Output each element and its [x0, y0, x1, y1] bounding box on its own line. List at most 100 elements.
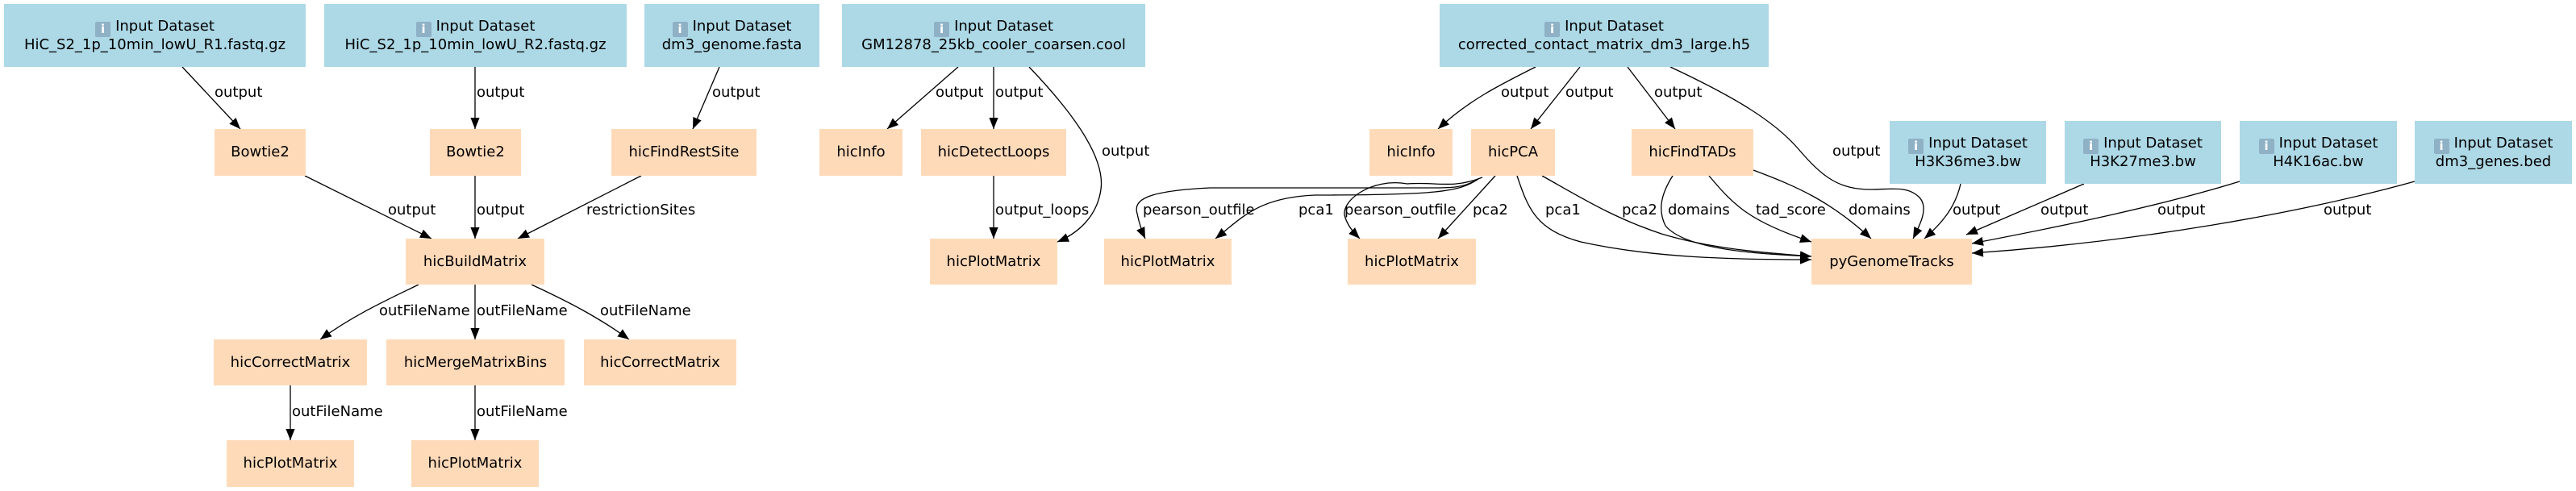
edge-label: output [2157, 202, 2206, 218]
edge-label: output [1832, 143, 1881, 160]
input-title: Input Dataset [954, 17, 1053, 35]
edge-label: outFileName [379, 302, 470, 319]
tool-node-hicfindtads[interactable]: hicFindTADs [1632, 129, 1753, 176]
edge-label: pearson_outfile [1143, 202, 1255, 218]
edge-label: output [995, 84, 1044, 101]
tool-node-bowtie2[interactable]: Bowtie2 [430, 129, 521, 176]
tool-node-bowtie2[interactable]: Bowtie2 [215, 129, 306, 176]
input-filename: H3K36me3.bw [1915, 152, 2021, 170]
edge-label: restrictionSites [586, 202, 696, 218]
edge-gm-hicinfo [886, 66, 959, 130]
edge-build-correct2 [531, 284, 630, 340]
tool-node-hicpca[interactable]: hicPCA [1471, 129, 1555, 176]
input-title: Input Dataset [2453, 134, 2553, 152]
tool-node-hicmergematrixbins[interactable]: hicMergeMatrixBins [386, 339, 565, 385]
edge-label: pearson_outfile [1344, 202, 1457, 218]
edge-label: outFileName [292, 403, 383, 420]
edge-build-correct1 [319, 284, 419, 340]
edge-label: output [2040, 202, 2089, 218]
edge-h3k36-pyg [1924, 183, 1961, 239]
tool-node-hicbuildmatrix[interactable]: hicBuildMatrix [406, 239, 544, 285]
edge-tads-pyg-domains [1661, 175, 1812, 260]
info-icon: i [2433, 138, 2449, 154]
edge-label: output [477, 202, 525, 218]
tool-node-hicfindrestsite[interactable]: hicFindRestSite [611, 129, 757, 176]
info-icon: i [1908, 138, 1924, 154]
edge-label: tad_score [1756, 202, 1826, 218]
edge-label: output_loops [995, 202, 1090, 218]
input-filename: H3K27me3.bw [2090, 152, 2196, 170]
edge-corrected-findtads [1627, 66, 1676, 130]
edge-label: output [1565, 84, 1614, 101]
edge-tads-pyg-tadscore [1708, 175, 1812, 243]
info-icon: i [2083, 138, 2099, 154]
edge-restsite-buildmatrix [517, 175, 642, 239]
input-filename: HiC_S2_1p_10min_lowU_R2.fastq.gz [344, 35, 606, 53]
info-icon: i [1544, 21, 1561, 37]
edge-label: output [2324, 202, 2372, 218]
edge-label: output [1102, 143, 1150, 160]
edge-label: pca1 [1545, 202, 1581, 218]
tool-node-hicplotmatrix[interactable]: hicPlotMatrix [411, 440, 539, 487]
edge-label: output [1654, 84, 1703, 101]
input-title: Input Dataset [436, 17, 536, 35]
edge-label: output [1501, 84, 1549, 101]
edge-label: output [1953, 202, 2001, 218]
edge-label: pca2 [1473, 202, 1508, 218]
tool-node-hicinfo[interactable]: hicInfo [1369, 129, 1453, 176]
edge-r1-bowtie2 [181, 66, 241, 130]
tool-node-pygenometracks[interactable]: pyGenomeTracks [1811, 239, 1972, 285]
tool-node-hicplotmatrix[interactable]: hicPlotMatrix [1104, 239, 1232, 285]
edge-corrected-hicpca [1530, 66, 1581, 130]
input-title: Input Dataset [1565, 17, 1664, 35]
tool-node-hicdetectloops[interactable]: hicDetectLoops [921, 129, 1066, 176]
input-filename: HiC_S2_1p_10min_lowU_R1.fastq.gz [23, 35, 286, 53]
edge-label: output [388, 202, 436, 218]
input-filename: corrected_contact_matrix_dm3_large.h5 [1457, 35, 1751, 53]
edge-label: output [477, 84, 525, 101]
tool-node-hicinfo[interactable]: hicInfo [819, 129, 902, 176]
edge-corrected-hicinfo [1437, 66, 1536, 130]
tool-node-hicplotmatrix[interactable]: hicPlotMatrix [227, 440, 354, 487]
tool-node-hiccorrectmatrix[interactable]: hicCorrectMatrix [584, 339, 736, 385]
input-filename: dm3_genome.fasta [661, 35, 802, 53]
edge-genes-pyg [1971, 181, 2416, 257]
edge-corrected-pygenometracks [1669, 66, 1924, 239]
edge-tads-pyg-domains2 [1753, 169, 1872, 239]
info-icon: i [672, 21, 688, 37]
edge-label: domains [1849, 202, 1911, 218]
edge-pca-plot5-pca2 [1437, 175, 1496, 239]
edge-label: pca1 [1298, 202, 1334, 218]
edge-genome-findrestsite [692, 66, 720, 130]
tool-node-hicplotmatrix[interactable]: hicPlotMatrix [930, 239, 1057, 285]
edge-label: outFileName [477, 403, 568, 420]
edge-pca-pyg-pca1 [1516, 175, 1812, 264]
input-title: Input Dataset [1928, 134, 2028, 152]
input-filename: H4K16ac.bw [2273, 152, 2364, 170]
edge-pca-plot5-pearson [1344, 177, 1483, 239]
input-title: Input Dataset [692, 17, 792, 35]
edge-h4k16-pyg [1971, 181, 2240, 246]
input-title: Input Dataset [2103, 134, 2203, 152]
edge-label: output [215, 84, 263, 101]
input-title: Input Dataset [115, 17, 215, 35]
info-icon: i [95, 21, 111, 37]
tool-node-hicplotmatrix[interactable]: hicPlotMatrix [1348, 239, 1476, 285]
tool-node-hiccorrectmatrix[interactable]: hicCorrectMatrix [214, 339, 367, 385]
edge-label: output [712, 84, 761, 101]
edge-label: outFileName [600, 302, 691, 319]
edge-label: domains [1668, 202, 1730, 218]
edge-bowtie2-buildmatrix [304, 175, 432, 239]
info-icon: i [934, 21, 950, 37]
